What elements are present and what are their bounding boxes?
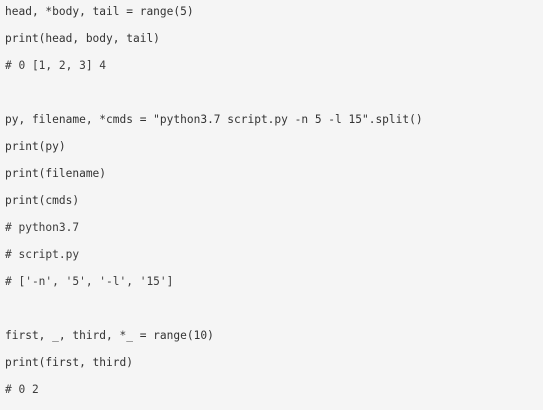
- code-comment-line: # 0 [1, 2, 3] 4: [5, 59, 107, 72]
- code-comment-line: # ['-n', '5', '-l', '15']: [5, 275, 174, 288]
- blank-line: [5, 302, 543, 329]
- code-line: print(filename): [5, 167, 107, 180]
- code-line: print(first, third): [5, 356, 133, 369]
- code-comment-line: # python3.7: [5, 221, 80, 234]
- code-line: py, filename, *cmds = "python3.7 script.…: [5, 113, 423, 126]
- blank-line: [5, 86, 543, 113]
- code-line: print(head, body, tail): [5, 32, 160, 45]
- code-line: head, *body, tail = range(5): [5, 5, 194, 18]
- code-comment-line: # 0 2: [5, 383, 39, 396]
- code-comment-line: # script.py: [5, 248, 80, 261]
- code-line: print(py): [5, 140, 66, 153]
- code-line: print(cmds): [5, 194, 80, 207]
- code-line: first, _, third, *_ = range(10): [5, 329, 214, 342]
